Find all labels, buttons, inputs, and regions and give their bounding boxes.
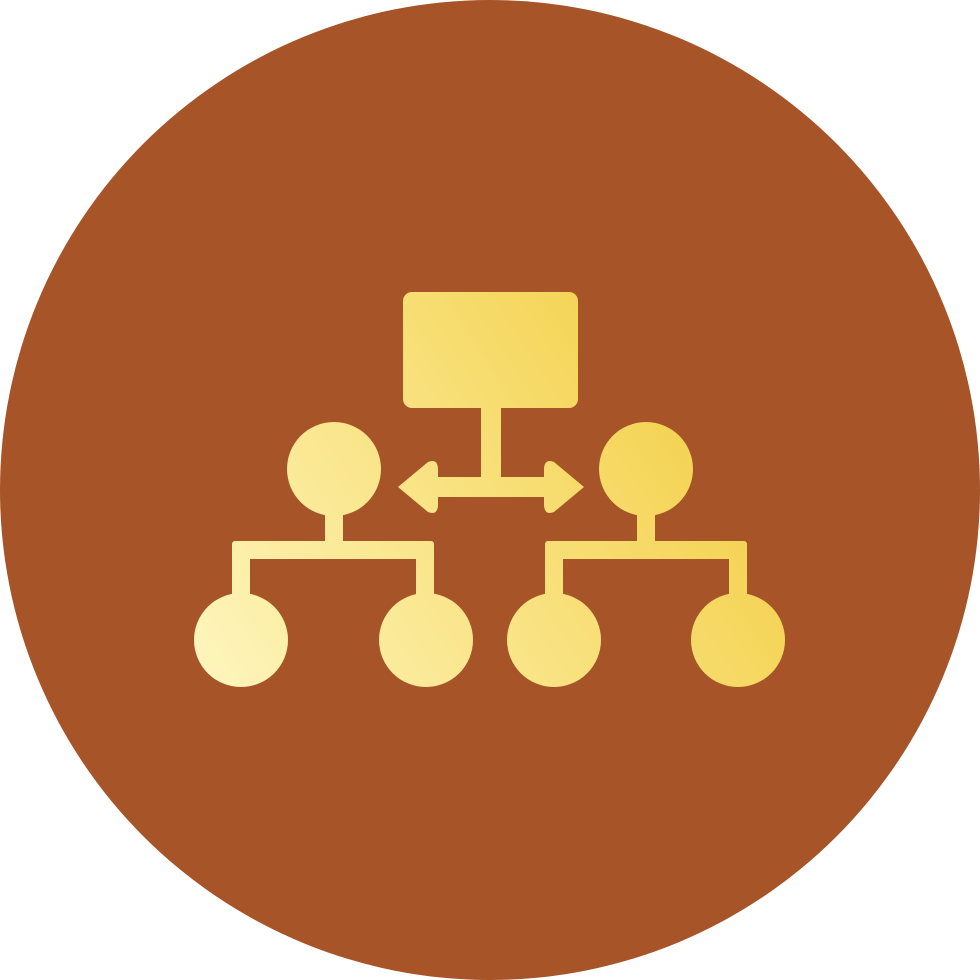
right-branch-drop-left <box>545 541 563 609</box>
right-branch-node <box>599 422 693 516</box>
left-branch-drop-right <box>416 541 434 609</box>
leaf-node-3 <box>507 593 601 687</box>
top-node-rect <box>403 292 578 408</box>
hierarchy-glyph <box>194 292 785 687</box>
right-branch-stem <box>637 510 655 550</box>
leaf-node-2 <box>379 593 473 687</box>
leaf-node-1 <box>194 593 288 687</box>
leaf-node-4 <box>691 593 785 687</box>
top-node-stem <box>481 405 501 487</box>
left-branch-stem <box>325 510 343 550</box>
left-branch-drop-left <box>232 541 250 609</box>
left-arrow-head-icon <box>398 461 438 513</box>
arrow-shaft <box>420 477 560 497</box>
right-branch-bar <box>545 541 747 559</box>
right-arrow-head-icon <box>544 461 584 513</box>
left-branch-node <box>287 422 381 516</box>
right-branch-drop-right <box>729 541 747 609</box>
left-branch-bar <box>232 541 434 559</box>
